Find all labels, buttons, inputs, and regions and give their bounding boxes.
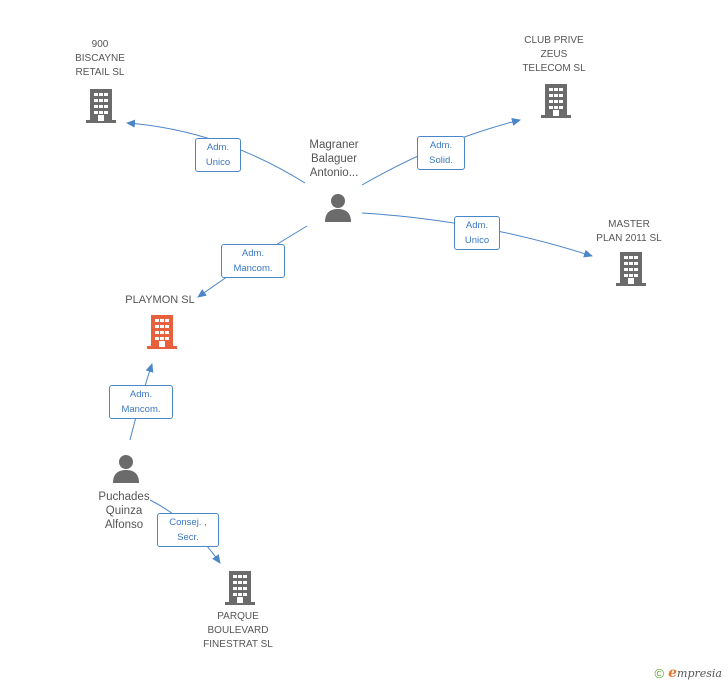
building-icon [616,252,646,286]
node-label-zeus[interactable]: CLUB PRIVE ZEUS TELECOM SL [522,35,586,74]
edge-label-adm-unico: Adm. Unico [454,216,500,250]
node-label-puchades[interactable]: Puchades Quinza Alfonso [98,491,150,531]
person-icon [325,194,351,222]
edge-label-consej-secr: Consej. , Secr. [157,513,219,547]
edge-label-adm-mancom: Adm. Mancom. [109,385,173,419]
node-label-masterplan[interactable]: MASTER PLAN 2011 SL [596,219,662,244]
edge-label-adm-mancom: Adm. Mancom. [221,244,285,278]
node-label-biscayne[interactable]: 900 BISCAYNE RETAIL SL [75,39,125,78]
brand-footer: © empresia [655,665,722,681]
building-icon [147,315,177,349]
building-icon [541,84,571,118]
edge-label-adm-unico: Adm. Unico [195,138,241,172]
person-icon [113,455,139,483]
brand-logo: empresia [668,665,722,681]
building-icon [86,89,116,123]
copyright-icon: © [654,665,665,681]
edge-label-adm-solid: Adm. Solid. [417,136,465,170]
building-icon [225,571,255,605]
node-label-magraner[interactable]: Magraner Balaguer Antonio... [309,139,359,179]
node-label-parque[interactable]: PARQUE BOULEVARD FINESTRAT SL [203,611,273,650]
node-label-playmon[interactable]: PLAYMON SL [125,294,195,306]
